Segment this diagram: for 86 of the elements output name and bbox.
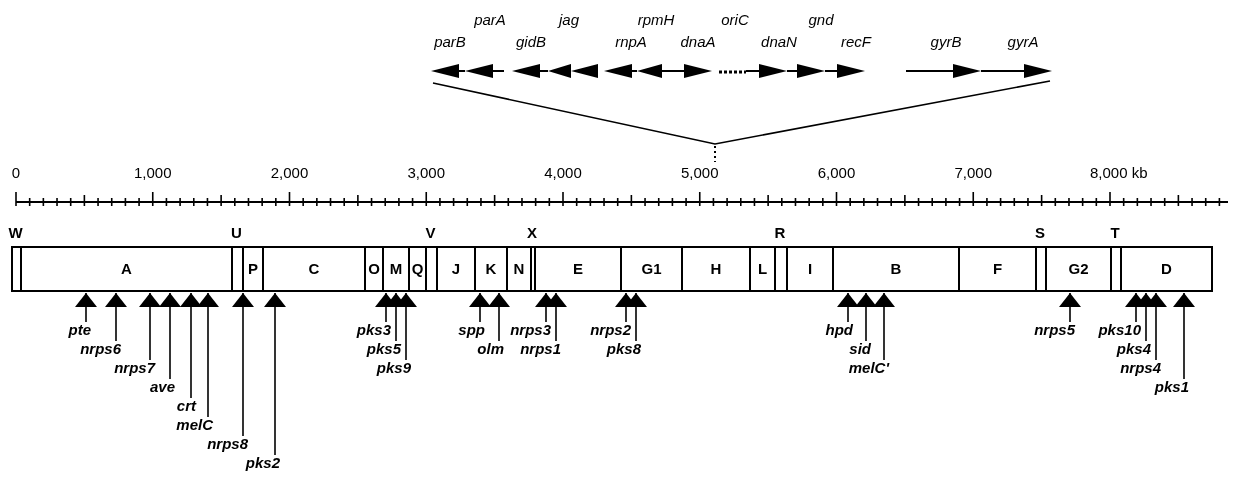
chromosome-segment: B — [832, 246, 960, 292]
gene-label: parB — [434, 33, 466, 50]
gene-label: nrps2 — [590, 322, 631, 338]
chromosome-segment: G1 — [620, 246, 683, 292]
axis-label: 0 — [11, 164, 21, 181]
gene-label: jag — [559, 11, 579, 28]
arrow — [75, 292, 97, 323]
gene-label: oriC — [721, 11, 749, 28]
chromosome-segment: M — [382, 246, 410, 292]
gene-label: nrps1 — [520, 341, 561, 357]
chromosome-segment: P — [242, 246, 264, 292]
gene-label: hpd — [825, 322, 853, 338]
arrow — [488, 292, 510, 342]
gene-label: dnaN — [761, 33, 797, 50]
gene-label: rpmH — [637, 11, 675, 28]
gene-label: crt — [176, 398, 196, 414]
arrow — [197, 292, 219, 418]
axis-label: 8,000 kb — [1090, 164, 1148, 181]
chromosome-segment: E — [534, 246, 622, 292]
gene-label: gidB — [516, 33, 546, 50]
arrow — [105, 292, 127, 342]
gene-label: pks4 — [1116, 341, 1151, 357]
axis-label: 7,000 — [954, 164, 992, 181]
chromosome-segment: C — [262, 246, 366, 292]
arrow — [264, 292, 286, 456]
segment-letter: V — [424, 224, 437, 242]
gene-label: recF — [841, 33, 871, 50]
gene-label: spp — [458, 322, 485, 338]
arrow — [855, 292, 877, 342]
gene-label: nrps3 — [510, 322, 551, 338]
axis-label: 6,000 — [817, 164, 856, 181]
gene-label: parA — [474, 11, 506, 28]
arrow — [232, 292, 254, 437]
axis-label: 1,000 — [134, 164, 172, 181]
segment-letter: X — [526, 224, 538, 242]
chromosome-segment: N — [506, 246, 532, 292]
gene-label: gyrA — [1007, 33, 1039, 50]
gene-label: pks2 — [245, 455, 280, 471]
gene-label: pks9 — [376, 360, 411, 376]
chromosome-segment: K — [474, 246, 508, 292]
chromosome-segment: H — [681, 246, 751, 292]
gene-label: nrps7 — [114, 360, 155, 376]
axis-label: 4,000 — [544, 164, 582, 181]
gene-label: pks3 — [356, 322, 391, 338]
gene-label: sid — [849, 341, 871, 357]
gene-label: nrps8 — [207, 436, 248, 452]
arrow — [837, 292, 859, 323]
segment-letter: W — [7, 224, 24, 242]
segment-letter: T — [1109, 224, 1121, 242]
gene-label: pks10 — [1098, 322, 1141, 338]
segment-letter: R — [773, 224, 787, 242]
arrow — [1173, 292, 1195, 380]
arrow — [1059, 292, 1081, 323]
chromosome-segment: A — [20, 246, 233, 292]
gene-label: gnd — [808, 11, 834, 28]
segment-letter: S — [1034, 224, 1046, 242]
gene-label: ave — [149, 379, 175, 395]
arrow — [873, 292, 895, 361]
gene-label: pte — [68, 322, 91, 338]
gene-label: olm — [477, 341, 504, 357]
gene-label: melC' — [848, 360, 889, 376]
axis-label: 5,000 — [681, 164, 719, 181]
arrow — [159, 292, 181, 380]
chromosome-segment: J — [436, 246, 476, 292]
axis-label: 3,000 — [407, 164, 445, 181]
chromosome-segment: I — [786, 246, 834, 292]
axis-label: 2,000 — [270, 164, 309, 181]
gene-label: rnpA — [615, 33, 647, 50]
gene-label: nrps5 — [1034, 322, 1075, 338]
arrow — [180, 292, 202, 399]
chromosome-segment: G2 — [1045, 246, 1112, 292]
segment-letter: U — [230, 224, 243, 242]
arrow — [139, 292, 161, 361]
gene-label: nrps6 — [80, 341, 121, 357]
gene-label: pks1 — [1154, 379, 1189, 395]
gene-label: gyrB — [930, 33, 962, 50]
gene-label: melC — [176, 417, 213, 433]
gene-label: pks8 — [606, 341, 641, 357]
gene-label: pks5 — [366, 341, 401, 357]
chromosome-segment: L — [749, 246, 776, 292]
arrow — [469, 292, 491, 323]
chromosome-segment: D — [1120, 246, 1213, 292]
chromosome-segment: F — [958, 246, 1037, 292]
gene-label: nrps4 — [1120, 360, 1161, 376]
chromosome-segment: O — [364, 246, 384, 292]
gene-label: dnaA — [680, 33, 716, 50]
